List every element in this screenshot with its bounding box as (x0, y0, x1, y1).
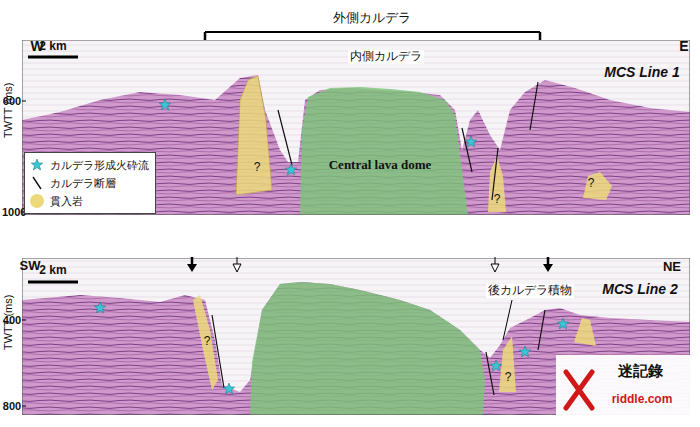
star-symbol (30, 158, 44, 172)
watermark-part (566, 372, 592, 408)
direction-label: E (679, 38, 688, 54)
dome-label: Central lava dome (329, 158, 432, 173)
legend-row: 貫入岩 (30, 192, 149, 210)
legend-box: カルデラ形成火砕流カルデラ断層貫入岩 (24, 152, 156, 214)
legend-swatch (30, 194, 44, 208)
section-arrows-part (543, 264, 553, 272)
line-name: MCS Line 2 (602, 281, 677, 297)
watermark-text: 迷記錄 (618, 363, 663, 380)
seismic-panel-2-part (193, 295, 218, 390)
uncertain-mark: ? (204, 335, 211, 349)
seismic-panel-1-part (300, 87, 468, 215)
seismic-panel-1-part (488, 156, 506, 212)
legend-text: カルデラ形成火砕流 (50, 158, 149, 173)
top-brackets-part (205, 31, 540, 33)
axis-number: 600 (3, 95, 21, 108)
legend-row: カルデラ形成火砕流 (30, 156, 149, 174)
pyroclastic-star-part (159, 99, 170, 110)
fault-symbol (30, 176, 44, 190)
leader-line-part (503, 300, 512, 340)
seismic-panel-2-part (250, 282, 485, 415)
uncertain-mark: ? (588, 177, 595, 191)
axis-title: TWTT (ms) (3, 82, 16, 137)
seismic-panel-1-part (22, 40, 690, 215)
caldera-bracket-label: 外側カルデラ (331, 11, 413, 26)
line-name: MCS Line 1 (604, 64, 679, 80)
caldera-bracket-label: 内側カルデラ (348, 50, 424, 64)
section-arrows-part (187, 264, 197, 272)
seismic-panel-1-part (583, 172, 612, 200)
seismic-panel-1-part (278, 82, 538, 200)
direction-label: NE (663, 260, 681, 275)
axis-number: 400 (3, 314, 21, 327)
seismic-panel-1-part (22, 40, 690, 215)
axis-ticks-part (22, 101, 26, 406)
deposit-label: 後カルデラ積物 (486, 284, 574, 298)
section-arrows-part (547, 257, 550, 265)
pyroclastic-star-part (557, 318, 568, 329)
scale-bar-part (28, 281, 78, 284)
direction-label: SW (20, 259, 41, 274)
scale-label: 2 km (39, 264, 66, 278)
watermark-part (556, 355, 690, 417)
section-arrows-part (491, 257, 499, 272)
leader-line (503, 300, 512, 340)
seismic-panel-1-part (236, 76, 272, 195)
pyroclastic-star-part (519, 346, 530, 357)
section-arrows-part (191, 257, 194, 265)
uncertain-mark: ? (494, 193, 501, 207)
pyroclastic-star-part (490, 360, 501, 371)
axis-ticks (22, 101, 26, 406)
scale-label: 2 km (39, 40, 66, 54)
legend-sample (31, 159, 42, 170)
section-arrows (187, 257, 553, 272)
pyroclastic-star-part (94, 302, 105, 313)
pyroclastic-star (94, 99, 568, 394)
seismic-panel-1-part (22, 75, 690, 215)
pyroclastic-star-part (285, 164, 296, 175)
watermark (556, 355, 690, 417)
seismic-panel-2-part (574, 318, 596, 346)
legend-row: カルデラ断層 (30, 174, 149, 192)
uncertain-mark: ? (254, 161, 261, 175)
axis-number: 1000 (2, 206, 26, 219)
section-arrows-part (233, 257, 241, 272)
scale-bar-part (28, 56, 78, 59)
uncertain-mark: ? (505, 371, 512, 385)
axis-number: 800 (3, 400, 21, 413)
legend-text: カルデラ断層 (50, 176, 116, 191)
seismic-panel-1 (22, 40, 690, 215)
legend-sample (33, 177, 41, 189)
pyroclastic-star-part (465, 136, 476, 147)
seismic-panel-2-part (212, 310, 545, 395)
pyroclastic-star-part (223, 383, 234, 394)
watermark-url: riddle.com (612, 393, 673, 407)
legend-text: 貫入岩 (50, 194, 83, 209)
